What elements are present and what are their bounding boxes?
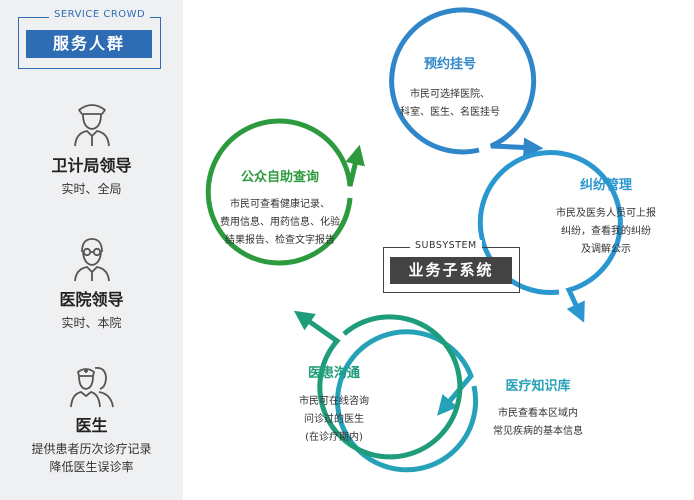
dispute-line: 纠纷，查看我的纠纷 (561, 224, 651, 237)
self-query-line: 市民可查看健康记录、 (230, 197, 330, 210)
official-icon (73, 104, 110, 147)
role-hospital-leader: 医院领导 实时、本院 (0, 236, 183, 332)
role-title: 卫计局领导 (51, 156, 132, 175)
role-desc-line: 提供患者历次诊疗记录 (31, 442, 152, 456)
self-query-line: 结果报告、检查文字报告 (225, 233, 335, 246)
booking-arrow (389, 7, 544, 158)
doctor-glasses-icon (73, 238, 110, 282)
knowledge-line: 常见疾病的基本信息 (493, 424, 583, 437)
subsystem-box: SUBSYSTEM 业务子系统 (383, 240, 520, 293)
self-query-arrow (205, 118, 365, 266)
service-crowd-box: SERVICE CROWD 服务人群 (18, 9, 161, 69)
communication-line: (在诊疗期内) (305, 430, 363, 443)
communication-arrow (293, 310, 463, 460)
role-desc-line: 降低医生误诊率 (49, 460, 134, 474)
self-query-title: 公众自助查询 (241, 169, 319, 185)
role-desc: 实时、全局 (61, 182, 122, 196)
node-booking: 预约挂号 市民可选择医院、 科室、医生、名医挂号 (389, 7, 544, 158)
role-health-bureau-leader: 卫计局领导 实时、全局 (0, 98, 183, 198)
sidebar: SERVICE CROWD 服务人群 卫计局领导 实时、全局 (0, 0, 183, 500)
booking-line: 科室、医生、名医挂号 (400, 105, 500, 118)
communication-title: 医患沟通 (308, 365, 360, 381)
service-crowd-tag: SERVICE CROWD (49, 9, 151, 20)
role-doctor: 医生 提供患者历次诊疗记录 降低医生误诊率 (0, 362, 183, 476)
communication-line: 市民可在线咨询 (299, 394, 369, 407)
subsystem-title: 业务子系统 (390, 257, 512, 284)
role-desc: 提供患者历次诊疗记录 降低医生误诊率 (0, 440, 183, 476)
role-title: 医院领导 (59, 290, 124, 309)
subsystem-tag: SUBSYSTEM (410, 240, 482, 251)
dispute-line: 市民及医务人员可上报 (556, 206, 656, 219)
booking-line: 市民可选择医院、 (410, 87, 490, 100)
knowledge-line: 市民查看本区域内 (498, 406, 578, 419)
dispute-line: 及调解公示 (581, 242, 631, 255)
knowledge-arrow (335, 329, 479, 473)
service-crowd-title: 服务人群 (26, 30, 152, 58)
node-knowledge: 医疗知识库 市民查看本区域内 常见疾病的基本信息 (335, 329, 583, 473)
node-communication: 医患沟通 市民可在线咨询 问诊过的医生 (在诊疗期内) (293, 310, 463, 460)
booking-title: 预约挂号 (424, 56, 476, 72)
node-self-query: 公众自助查询 市民可查看健康记录、 费用信息、用药信息、化验 结果报告、检查文字… (205, 118, 365, 266)
communication-line: 问诊过的医生 (304, 412, 364, 425)
doctor-nurse-icon (69, 367, 114, 408)
dispute-title: 纠纷管理 (580, 177, 632, 193)
knowledge-title: 医疗知识库 (505, 378, 570, 394)
self-query-line: 费用信息、用药信息、化验 (220, 215, 340, 228)
role-desc: 实时、本院 (61, 316, 122, 330)
role-title: 医生 (75, 416, 108, 435)
